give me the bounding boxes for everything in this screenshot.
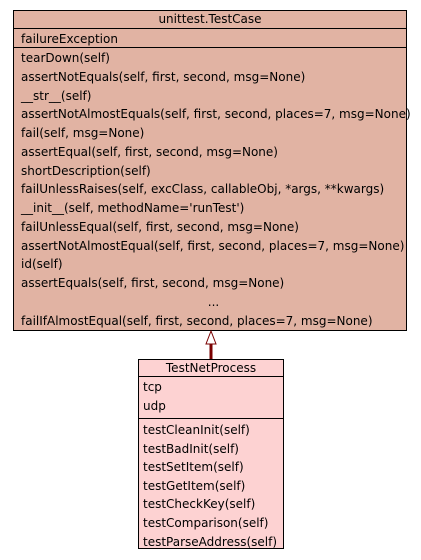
attributes-compartment-testnetprocess: tcp udp	[139, 377, 283, 419]
attribute-item: failureException	[21, 32, 118, 46]
attributes-compartment-testcase: failureException	[14, 29, 406, 48]
operation-item: assertNotAlmostEqual(self, first, second…	[21, 238, 405, 253]
attribute-item: udp	[143, 398, 166, 413]
operation-item: testBadInit(self)	[143, 441, 239, 456]
operation-item: assertNotAlmostEquals(self, first, secon…	[21, 107, 411, 122]
operation-item: __str__(self)	[21, 88, 92, 103]
operation-item: id(self)	[21, 257, 63, 272]
operation-item: __init__(self, methodName='runTest')	[21, 201, 245, 216]
hollow-triangle-arrow-icon	[205, 329, 217, 345]
operation-item: assertNotEquals(self, first, second, msg…	[21, 69, 306, 84]
operation-item: failUnlessEqual(self, first, second, msg…	[21, 219, 299, 234]
class-box-testnetprocess: TestNetProcess tcp udp testCleanInit(sel…	[138, 359, 284, 549]
operations-ellipsis: ...	[207, 294, 220, 309]
operation-item: testGetItem(self)	[143, 478, 246, 493]
operation-item: failIfAlmostEqual(self, first, second, p…	[21, 313, 373, 328]
operation-item: testCleanInit(self)	[143, 423, 250, 437]
operation-item: testCheckKey(self)	[143, 497, 256, 512]
operation-item: tearDown(self)	[21, 51, 110, 65]
operations-compartment-testnetprocess: testCleanInit(self) testBadInit(self) te…	[139, 419, 283, 551]
attribute-item: tcp	[143, 380, 162, 394]
operation-item: assertEqual(self, first, second, msg=Non…	[21, 144, 278, 159]
operation-item: fail(self, msg=None)	[21, 126, 145, 141]
operation-item: testParseAddress(self)	[143, 534, 278, 549]
operation-item: failUnlessRaises(self, excClass, callabl…	[21, 182, 385, 197]
class-name-testcase: unittest.TestCase	[14, 11, 406, 29]
operation-item: shortDescription(self)	[21, 163, 151, 178]
operation-item: testComparison(self)	[143, 515, 269, 530]
operation-item: assertEquals(self, first, second, msg=No…	[21, 276, 285, 291]
class-name-testnetprocess: TestNetProcess	[139, 360, 283, 377]
operation-item: testSetItem(self)	[143, 460, 244, 475]
operations-compartment-testcase: tearDown(self) assertNotEquals(self, fir…	[14, 48, 411, 330]
class-box-testcase: unittest.TestCase failureException tearD…	[13, 10, 411, 331]
